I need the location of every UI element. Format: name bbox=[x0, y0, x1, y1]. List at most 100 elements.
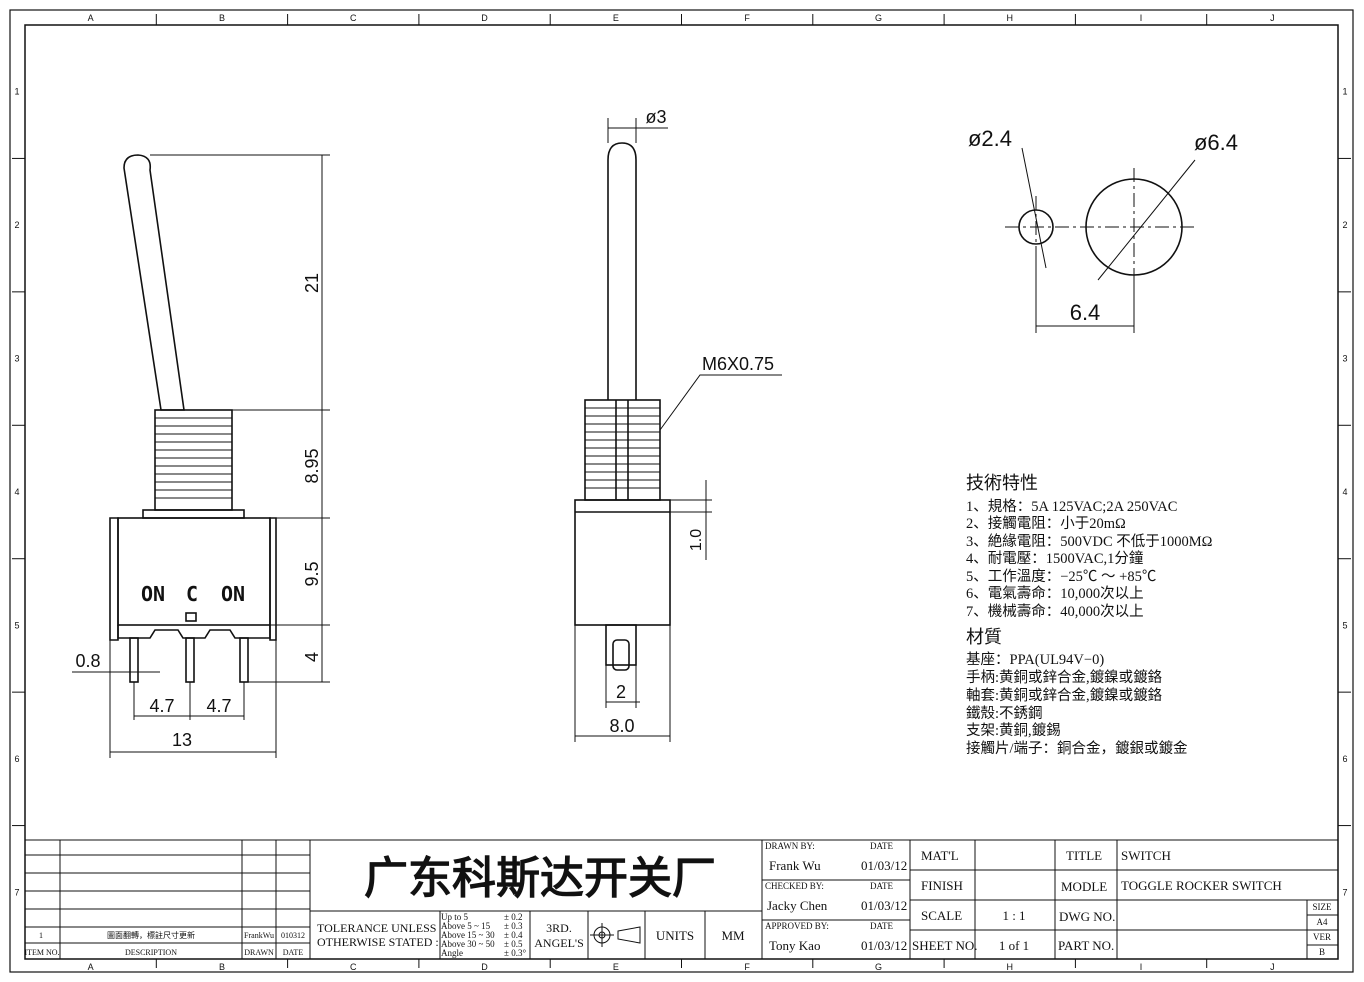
tolerance-label-2: OTHERWISE STATED : bbox=[317, 935, 439, 949]
zone-row-label: 2 bbox=[1342, 220, 1347, 230]
rev-header-date: DATE bbox=[283, 948, 304, 957]
drawn-by-label: DRAWN BY: bbox=[765, 841, 815, 851]
zone-column-label: J bbox=[1270, 13, 1275, 23]
title-block bbox=[25, 839, 1338, 959]
front-body bbox=[117, 517, 271, 626]
front-bushing-threads bbox=[155, 417, 232, 499]
rev-header-drawn: DRAWN bbox=[244, 948, 274, 957]
zone-column-label: H bbox=[1007, 962, 1014, 972]
tolerance-range: Above 15 ~ 30 bbox=[441, 930, 495, 940]
dim-pitch-left: 4.7 bbox=[149, 696, 174, 716]
tolerance-range: Angle bbox=[441, 948, 463, 958]
date-label: DATE bbox=[870, 921, 893, 931]
tolerance-range: Above 30 ~ 50 bbox=[441, 939, 495, 949]
projection-line-1: 3RD. bbox=[546, 921, 572, 935]
zone-row-label: 4 bbox=[14, 487, 19, 497]
units-label: UNITS bbox=[656, 928, 694, 943]
material-title: 材質 bbox=[966, 627, 1002, 648]
spec-line: 7、機械壽命：40,000次以上 bbox=[966, 602, 1144, 620]
side-body bbox=[574, 499, 671, 626]
zone-row-label: 5 bbox=[14, 620, 19, 630]
tolerance-range: Up to 5 bbox=[441, 912, 469, 922]
part-label: PART NO. bbox=[1058, 938, 1114, 953]
date-drawn: 01/03/12 bbox=[861, 858, 907, 873]
outer-border bbox=[9, 9, 1354, 973]
dim-height-body: 9.5 bbox=[302, 561, 322, 586]
date-approved: 01/03/12 bbox=[861, 938, 907, 953]
spec-line: 2、接觸電阻：小于20mΩ bbox=[966, 515, 1126, 532]
side-terminal-slot bbox=[612, 639, 630, 671]
scale-label: SCALE bbox=[921, 908, 962, 923]
tolerance-range: Above 5 ~ 15 bbox=[441, 921, 491, 931]
zone-row-label: 7 bbox=[14, 887, 19, 897]
specs-block: 技術特性 1、規格：5A 125VAC;2A 250VAC 2、接觸電阻：小于2… bbox=[966, 473, 1213, 757]
approved-by-label: APPROVED BY: bbox=[765, 921, 829, 931]
title-value: SWITCH bbox=[1121, 848, 1171, 863]
zone-row-label: 6 bbox=[14, 754, 19, 764]
tolerance-value: ± 0.5 bbox=[504, 939, 523, 949]
zone-column-label: B bbox=[219, 962, 225, 972]
panel-cutout bbox=[1005, 147, 1198, 333]
side-bushing-threads bbox=[585, 407, 660, 489]
thread-label: M6X0.75 bbox=[702, 354, 774, 374]
spec-line: 6、電氣壽命：10,000次以上 bbox=[966, 584, 1144, 602]
dim-height-toggle: 21 bbox=[302, 273, 322, 293]
tolerance-value: ± 0.2 bbox=[504, 912, 522, 922]
dim-terminal: 2 bbox=[616, 682, 626, 702]
material-line: 鐵殼:不銹鋼 bbox=[966, 704, 1043, 722]
zone-column-label: G bbox=[875, 962, 882, 972]
zone-column-label: I bbox=[1140, 13, 1143, 23]
front-lever bbox=[123, 154, 185, 411]
side-dimensions bbox=[574, 118, 782, 742]
material-line: 接觸片/端子：銅合金，鍍銀或鍍金 bbox=[966, 740, 1188, 757]
specs-title: 技術特性 bbox=[966, 473, 1038, 494]
projection-line-2: ANGEL'S bbox=[534, 936, 584, 950]
zone-row-label: 4 bbox=[1342, 487, 1347, 497]
zone-row-label: 7 bbox=[1342, 887, 1347, 897]
size-label: SIZE bbox=[1313, 902, 1333, 912]
dim-height-bushing: 8.95 bbox=[302, 448, 322, 483]
spec-line: 3、絶緣電阻：500VDC 不低于1000MΩ bbox=[966, 533, 1213, 550]
dim-spacing: 6.4 bbox=[1070, 300, 1101, 325]
material-line: 基座：PPA(UL94V−0) bbox=[966, 651, 1104, 668]
size-value: A4 bbox=[1317, 917, 1328, 927]
model-label: MODLE bbox=[1061, 879, 1107, 894]
zone-column-label: E bbox=[613, 13, 619, 23]
dim-terminal-width: 0.8 bbox=[75, 651, 100, 671]
front-terminal-left bbox=[129, 637, 139, 683]
date-label: DATE bbox=[870, 841, 893, 851]
dim-body-width: 8.0 bbox=[609, 716, 634, 736]
material-line: 支架:黄銅,鍍錫 bbox=[966, 722, 1061, 739]
label-on-right: ON bbox=[221, 582, 245, 606]
spec-line: 5、工作溫度：−25℃ ～ +85℃ bbox=[966, 568, 1156, 585]
finish-label: FINISH bbox=[921, 878, 963, 893]
drawn-by: Frank Wu bbox=[769, 858, 821, 873]
zone-column-label: D bbox=[481, 13, 488, 23]
rev-item: 1 bbox=[39, 931, 43, 940]
dwg-label: DWG NO. bbox=[1059, 909, 1115, 924]
third-angle-projection-icon bbox=[590, 923, 641, 947]
rev-header-description: DESCRIPTION bbox=[125, 948, 177, 957]
rev-date: 010312 bbox=[281, 931, 305, 940]
dim-offset: 1.0 bbox=[688, 529, 705, 551]
approved-by: Tony Kao bbox=[769, 938, 820, 953]
zone-row-label: 3 bbox=[1342, 354, 1347, 364]
sheet-label: SHEET NO. bbox=[912, 938, 977, 953]
zone-row-label: 5 bbox=[1342, 620, 1347, 630]
tolerance-value: ± 0.4 bbox=[504, 930, 523, 940]
model-value: TOGGLE ROCKER SWITCH bbox=[1121, 878, 1282, 893]
zone-row-label: 1 bbox=[14, 87, 19, 97]
checked-by-label: CHECKED BY: bbox=[765, 881, 824, 891]
zone-column-label: F bbox=[744, 962, 750, 972]
title-label: TITLE bbox=[1066, 848, 1102, 863]
company-name: 广东科斯达开关厂 bbox=[364, 853, 716, 904]
matl-label: MAT'L bbox=[921, 848, 959, 863]
zone-column-label: F bbox=[744, 13, 750, 23]
front-bushing bbox=[154, 409, 233, 511]
rev-header-item: ITEM NO. bbox=[24, 948, 59, 957]
tolerance-label-1: TOLERANCE UNLESS bbox=[317, 921, 436, 935]
zone-column-label: A bbox=[88, 962, 94, 972]
zone-column-label: J bbox=[1270, 962, 1275, 972]
zone-column-label: G bbox=[875, 13, 882, 23]
label-center: C bbox=[186, 582, 198, 606]
